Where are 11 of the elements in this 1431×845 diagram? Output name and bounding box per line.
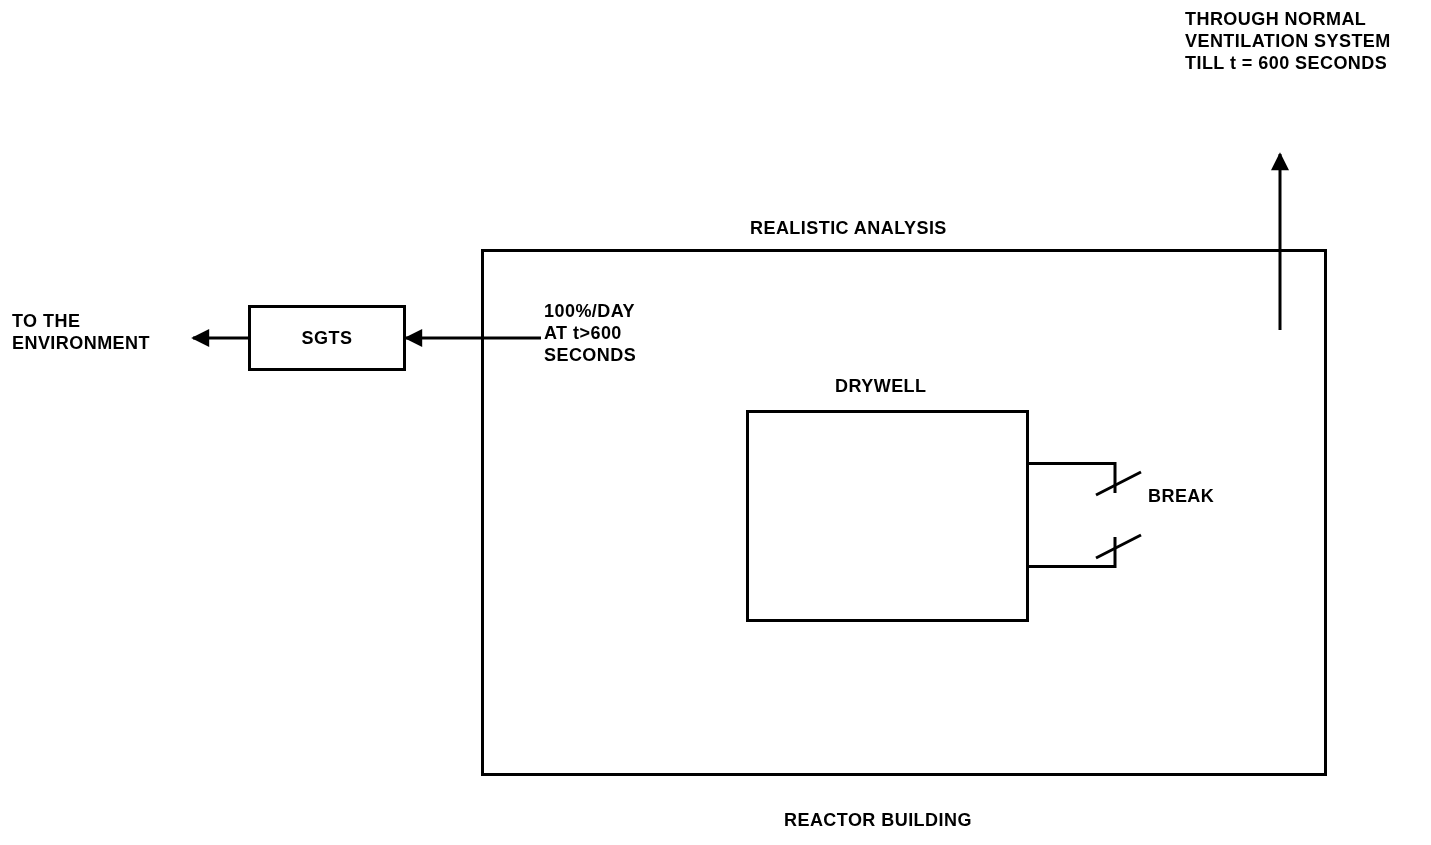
- release-path-text: THROUGH NORMAL VENTILATION SYSTEM TILL t = 600 SECONDS: [1185, 8, 1425, 140]
- destination-text: TO THE ENVIRONMENT: [12, 310, 187, 362]
- diagram-title: REALISTIC ANALYSIS: [750, 217, 947, 239]
- arrow: [1271, 152, 1289, 330]
- arrow: [191, 329, 248, 347]
- drywell-label: DRYWELL: [835, 375, 927, 397]
- release-rate-text: 100%/DAY AT t>600 SECONDS: [544, 300, 656, 370]
- process-box: SGTS: [248, 305, 406, 371]
- break-label: BREAK: [1148, 485, 1215, 507]
- building-label: REACTOR BUILDING: [784, 809, 972, 831]
- arrow: [404, 329, 541, 347]
